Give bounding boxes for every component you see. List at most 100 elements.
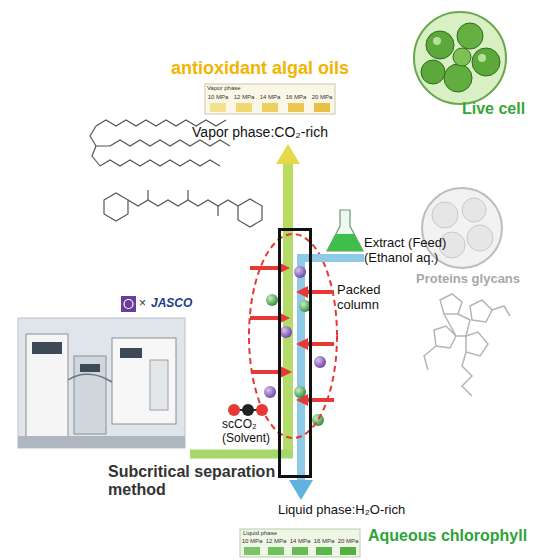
- logo-separator: ×: [139, 297, 151, 311]
- carotenoid-molecule: [187, 190, 188, 200]
- live-cell-image: [444, 64, 472, 92]
- solute-spheres: [266, 294, 278, 306]
- vapor-vial-strip: [314, 103, 330, 112]
- live-cell-image: [478, 54, 486, 62]
- flow-arrow: [297, 478, 305, 480]
- solute-spheres: [294, 266, 306, 278]
- transfer-arrows: [250, 266, 280, 270]
- grey-molecule: [470, 300, 492, 322]
- pressure-label: 12 MPa: [264, 538, 288, 545]
- product-title: antioxidant algal oils: [140, 58, 380, 79]
- feed-flask: [327, 210, 363, 251]
- lipid-molecule: [100, 160, 220, 166]
- vapor-product: antioxidant algal oilsVapor phase:CO₂-ri…: [140, 58, 380, 144]
- liquid-vial-strip: [244, 547, 260, 555]
- carotenoid-molecule: [147, 190, 148, 200]
- grey-molecule: [440, 294, 462, 314]
- apparatus-photo: [18, 436, 185, 448]
- university-logo: [124, 300, 133, 309]
- feed-label: Extract (Feed) (Ethanol aq.): [364, 236, 464, 266]
- liquid-vial-strip: [268, 547, 284, 555]
- apparatus-photo: [18, 318, 185, 448]
- solute-spheres: [280, 326, 292, 338]
- liquid-flow-band: [297, 254, 305, 478]
- residue-cell-image: [467, 225, 493, 251]
- live-cell-image: [414, 12, 506, 104]
- apparatus-photo: [32, 342, 62, 354]
- solvent-label: scCO₂ (Solvent): [222, 418, 282, 446]
- live-cell-image: [433, 37, 441, 45]
- lipid-molecule: [90, 126, 110, 146]
- vapor-vial-strip: [288, 103, 304, 112]
- apparatus-photo: [120, 348, 142, 358]
- product-title: Aqueous chlorophyll: [368, 527, 548, 545]
- carotenoid-molecule: [104, 193, 128, 221]
- solute-spheres: [312, 414, 324, 426]
- university-logo: [121, 296, 136, 312]
- co2-molecule: [228, 404, 240, 416]
- live-cell-image: [472, 48, 500, 76]
- pressure-label: 12 MPa: [231, 94, 257, 101]
- method-title: Subcritical separation method: [108, 463, 276, 500]
- residue-label: Proteins glycans: [416, 272, 546, 287]
- apparatus-photo: [80, 364, 100, 372]
- carotenoid-molecule: [128, 200, 238, 206]
- feed-flask: [327, 234, 363, 251]
- solute-spheres: [314, 356, 326, 368]
- phase-label: Vapor phase:CO₂-rich: [140, 124, 380, 140]
- solute-spheres: [264, 386, 276, 398]
- residue-cell-image: [462, 198, 486, 222]
- grey-molecule: [424, 346, 436, 370]
- university-logo: [121, 296, 136, 312]
- transfer-arrows: [250, 316, 280, 320]
- flow-arrow: [312, 254, 364, 262]
- live-cell-image: [457, 23, 483, 49]
- carotenoid-molecule: [238, 199, 262, 227]
- liquid-vial-strip: [316, 547, 332, 555]
- liquid-vial-strip: [240, 529, 360, 557]
- phase-label: Liquid phase:H₂O-rich: [278, 503, 458, 518]
- grey-molecule: [492, 306, 510, 316]
- grey-molecule: [424, 294, 510, 396]
- carotenoid-molecule: [217, 206, 218, 216]
- packed-column: Packed column: [278, 228, 312, 478]
- solute-spheres: [264, 266, 326, 426]
- live-cell-image: [453, 48, 471, 66]
- vapor-vial-strip: [262, 103, 278, 112]
- pressure-label: 14 MPa: [257, 94, 283, 101]
- pressure-label: 10 MPa: [240, 538, 264, 545]
- carotenoid-molecule: [104, 190, 262, 227]
- apparatus-photo: [68, 374, 112, 382]
- live-cell-image: [426, 31, 454, 59]
- company-logo: JASCO: [151, 297, 201, 311]
- pressure-label: 16 MPa: [312, 538, 336, 545]
- liquid-vial-strip: [240, 529, 360, 557]
- liquid-product: Liquid phase:H₂O-richAqueous chlorophyll: [230, 500, 520, 556]
- vapor-vial-strip: [205, 84, 335, 114]
- co2-molecule: [242, 404, 254, 416]
- grey-molecule: [466, 332, 488, 356]
- column-label: Packed column: [337, 283, 401, 313]
- liquid-vial-strip: [340, 547, 356, 555]
- lipid-molecule: [110, 140, 230, 146]
- vial-strip-title: Liquid phase: [243, 530, 323, 537]
- liquid-vial-strip: [292, 547, 308, 555]
- vapor-vial-strip: [236, 103, 252, 112]
- pressure-label: 16 MPa: [283, 94, 309, 101]
- co2-molecule: [256, 404, 268, 416]
- apparatus-photo: [112, 338, 176, 424]
- live-cell-image: [421, 60, 445, 84]
- contact-zone: [249, 234, 337, 438]
- apparatus-photo: [74, 356, 106, 434]
- apparatus-photo: [18, 318, 185, 448]
- pressure-label: 10 MPa: [205, 94, 231, 101]
- co2-molecule: [228, 404, 268, 416]
- grey-molecule: [462, 352, 472, 396]
- feed-flask: [327, 210, 363, 251]
- pressure-label: 20 MPa: [309, 94, 335, 101]
- vapor-vial-strip: [210, 103, 226, 112]
- flow-arrow: [190, 450, 278, 459]
- apparatus-photo: [150, 360, 168, 410]
